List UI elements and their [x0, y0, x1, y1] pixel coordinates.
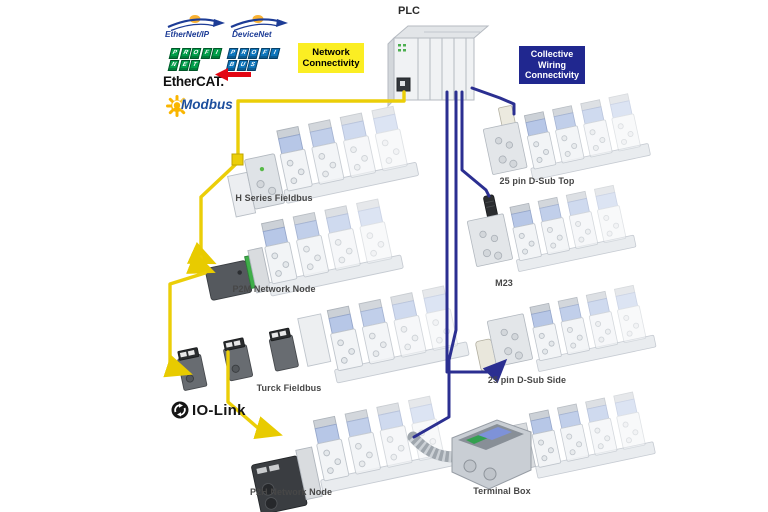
wire-plc-to-m23 — [460, 90, 491, 198]
turck-fieldbus-graphic — [177, 284, 469, 391]
ethernet-ip-logo: EtherNet/IP — [165, 12, 225, 44]
ethercat-arrow-icon — [215, 68, 251, 81]
collective-wires — [412, 86, 516, 439]
dsub-top-label: 25 pin D-Sub Top — [499, 176, 575, 186]
swoosh-arrow-icon — [276, 19, 288, 27]
ethercat-label: EtherCAT. — [163, 74, 224, 89]
wire-p2m-to-turck — [163, 271, 207, 378]
m23-graphic — [467, 168, 636, 280]
devicenet-label: DeviceNet — [232, 30, 272, 39]
p2m-network-node-graphic — [204, 197, 403, 301]
wire-turck-to-p2h — [226, 350, 283, 440]
plc-label: PLC — [398, 5, 420, 17]
network-wires — [163, 90, 406, 440]
p2m-network-node-label: P2M Network Node — [232, 284, 316, 294]
wire-plc-to-dsub-side — [445, 90, 508, 384]
wire-plc-to-dsub-top — [470, 86, 516, 116]
iolink-label: IO-Link — [192, 402, 246, 419]
hseries-connector — [231, 153, 244, 166]
plc-graphic — [387, 25, 490, 108]
collective-wiring-callout: Collective Wiring Connectivity — [519, 46, 585, 84]
wire-p2m-arrow2 — [186, 251, 216, 274]
ethernet-ip-label: EtherNet/IP — [165, 30, 210, 39]
turck-fieldbus-label: Turck Fieldbus — [256, 383, 322, 393]
m23-label: M23 — [495, 278, 513, 288]
wire-plc-to-terminal-box — [412, 90, 458, 439]
p2h-network-node-label: P2H Network Node — [249, 487, 333, 497]
iolink-icon — [171, 401, 189, 419]
h-series-fieldbus-graphic — [227, 104, 420, 218]
terminal-box-graphic — [407, 419, 532, 490]
swoosh-arrow-icon — [213, 19, 225, 27]
modbus-logo: Modbus — [165, 94, 245, 118]
modbus-label: Modbus — [181, 97, 233, 112]
ethercat-logo: EtherCAT. — [163, 68, 253, 94]
terminal-box-manifold-graphic — [513, 390, 655, 481]
iolink-logo: IO-Link — [171, 401, 261, 421]
devicenet-logo: DeviceNet — [228, 12, 288, 44]
p2h-network-node-graphic — [251, 394, 457, 512]
dsub-top-graphic — [483, 79, 650, 188]
h-series-fieldbus-label: H Series Fieldbus — [235, 193, 313, 203]
network-connectivity-callout: Network Connectivity — [298, 43, 364, 73]
terminal-box-label: Terminal Box — [473, 486, 531, 496]
dsub-side-label: 25 pin D-Sub Side — [487, 375, 567, 385]
modbus-gear-icon — [166, 95, 188, 117]
wire-plc-to-hseries — [236, 90, 406, 161]
